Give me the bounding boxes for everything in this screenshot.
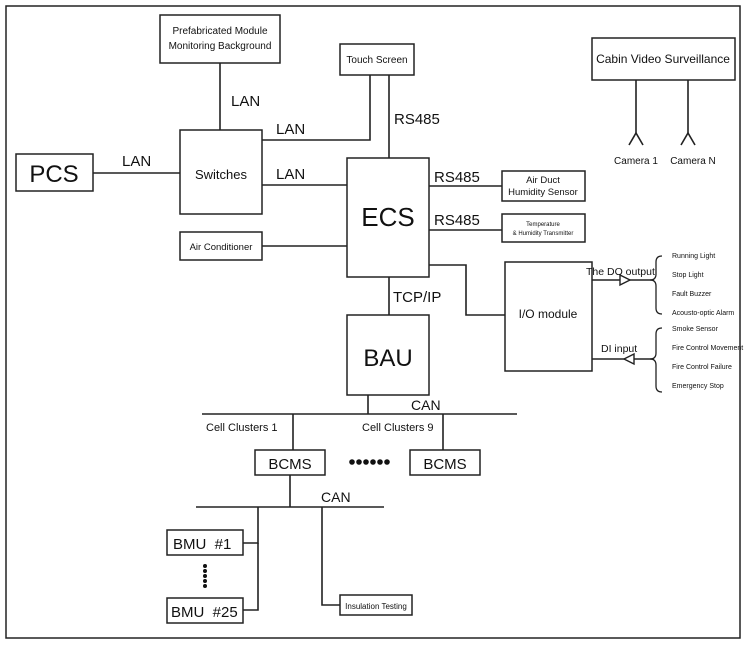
lan-touch-label: LAN	[276, 121, 305, 138]
lan-ecs-label: LAN	[276, 166, 305, 183]
do-item-fault-buzzer: Fault Buzzer	[672, 291, 712, 298]
di-input-label: DI input	[601, 343, 637, 355]
di-item-smoke-sensor: Smoke Sensor	[672, 326, 719, 333]
connector-lines	[93, 63, 696, 611]
can-bottom-label: CAN	[321, 489, 351, 505]
switches-label: Switches	[195, 167, 248, 182]
camera-n-label: Camera N	[670, 156, 716, 167]
io-module-box: I/O module	[504, 261, 593, 372]
cabin-video-box: Cabin Video Surveillance	[591, 37, 736, 81]
switches-box: Switches	[179, 129, 263, 215]
can-top-label: CAN	[411, 397, 441, 413]
touch-screen-box: Touch Screen	[339, 43, 415, 76]
io-module-label: I/O module	[519, 307, 578, 321]
bcms-1-box: BCMS	[254, 449, 326, 476]
do-item-running-light: Running Light	[672, 253, 715, 260]
do-item-acousto-optic-alarm: Acousto-optic Alarm	[672, 310, 734, 317]
rs485-touch-label: RS485	[394, 111, 440, 128]
di-item-emergency-stop: Emergency Stop	[672, 383, 724, 390]
cell-clusters-1-label: Cell Clusters 1	[206, 422, 278, 434]
do-output-arrow	[619, 273, 632, 287]
cell-clusters-9-label: Cell Clusters 9	[362, 422, 434, 434]
ecs-box: ECS	[346, 157, 430, 278]
bcms-1-label: BCMS	[268, 456, 311, 473]
do-item-stop-light: Stop Light	[672, 272, 704, 279]
di-input-list: Smoke Sensor Fire Control Movement Fire …	[672, 326, 743, 390]
rs485-air-duct-label: RS485	[434, 169, 480, 186]
bau-label: BAU	[363, 345, 412, 372]
rs485-temp-label: RS485	[434, 212, 480, 229]
do-output-list: Running Light Stop Light Fault Buzzer Ac…	[672, 253, 734, 317]
lan-prefab-label: LAN	[231, 93, 260, 110]
pcs-box: PCS	[15, 153, 94, 192]
air-duct-sensor-box: Air Duct Humidity Sensor	[501, 170, 586, 202]
air-duct-line-1: Air Duct	[526, 175, 560, 186]
di-brace	[649, 327, 663, 393]
di-item-fire-control-movement: Fire Control Movement	[672, 345, 743, 352]
prefab-line-2: Monitoring Background	[169, 41, 272, 52]
ecs-label: ECS	[361, 202, 414, 232]
prefab-line-1: Prefabricated Module	[172, 26, 267, 37]
temp-line-2: & Humidity Transmitter	[513, 231, 574, 237]
prefab-monitoring-box: Prefabricated Module Monitoring Backgrou…	[159, 14, 281, 64]
di-item-fire-control-failure: Fire Control Failure	[672, 364, 732, 371]
bmu-ellipsis-dots	[203, 564, 207, 588]
do-output-label: The DO output	[586, 266, 655, 278]
air-duct-line-2: Humidity Sensor	[508, 187, 578, 198]
bau-box: BAU	[346, 314, 430, 396]
lan-pcs-label: LAN	[122, 153, 151, 170]
bmu-25-label: BMU #25	[171, 604, 238, 621]
bcms-ellipsis-dots	[349, 459, 390, 465]
bcms-9-box: BCMS	[409, 449, 481, 476]
bmu-25-box: BMU #25	[166, 597, 244, 624]
air-conditioner-label: Air Conditioner	[190, 242, 253, 253]
insulation-testing-box: Insulation Testing	[339, 594, 413, 616]
bmu-1-label: BMU #1	[173, 536, 231, 553]
di-input-arrow	[622, 352, 635, 366]
temp-humidity-box: Temperature & Humidity Transmitter	[501, 213, 586, 243]
bcms-9-label: BCMS	[423, 456, 466, 473]
insulation-label: Insulation Testing	[345, 602, 407, 611]
cabin-video-label: Cabin Video Surveillance	[596, 52, 730, 66]
bmu-1-box: BMU #1	[166, 529, 244, 556]
pcs-label: PCS	[29, 161, 78, 188]
temp-line-1: Temperature	[526, 222, 560, 228]
do-brace	[649, 255, 663, 315]
camera-1-label: Camera 1	[614, 156, 658, 167]
touch-screen-label: Touch Screen	[346, 55, 407, 66]
tcp-ip-label: TCP/IP	[393, 289, 441, 306]
diagram-frame	[5, 5, 741, 639]
air-conditioner-box: Air Conditioner	[179, 231, 263, 261]
